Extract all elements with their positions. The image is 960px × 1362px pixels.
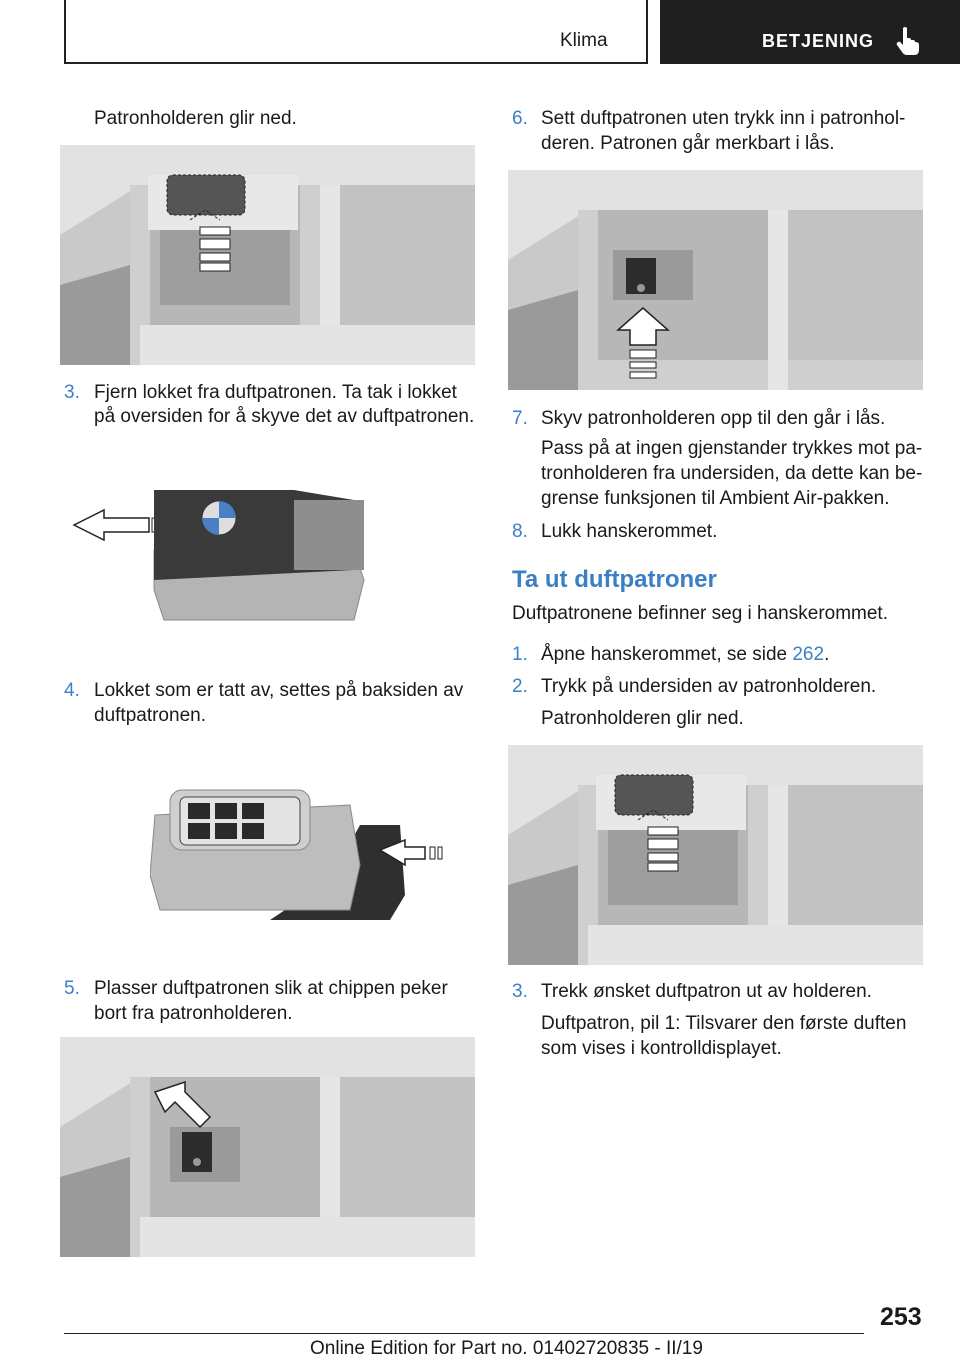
remove-step-3-note-2: som vises i kontrolldisplayet. <box>541 1038 782 1059</box>
section-title: Klima <box>560 30 608 51</box>
step-6-line-1: Sett duftpatronen uten trykk inn i patro… <box>541 108 906 129</box>
step-5-number: 5. <box>64 978 80 999</box>
remove-step-1-number: 1. <box>512 644 528 665</box>
step-7-note-2: tronholderen fra undersiden, da dette ka… <box>541 463 923 484</box>
step-2-result: Patronholderen glir ned. <box>94 108 297 129</box>
footer-edition: Online Edition for Part no. 01402720835 … <box>310 1338 703 1359</box>
remove-step-3-line-1: Trekk ønsket duftpatron ut av holderen. <box>541 981 872 1002</box>
step-3-line-2: på oversiden for å skyve det av duftpatr… <box>94 406 475 427</box>
step-8-number: 8. <box>512 521 528 542</box>
step-4-line-2: duftpatronen. <box>94 705 206 726</box>
remove-step-2-line-1: Trykk på undersiden av patronholderen. <box>541 676 877 697</box>
chapter-title: BETJENING <box>762 31 875 51</box>
page-link[interactable]: 262 <box>792 644 825 665</box>
step-7-note-3: grense funksjonen til Ambient Air-pakken… <box>541 488 890 509</box>
step-7-number: 7. <box>512 408 528 429</box>
holder-push-up-figure <box>508 170 923 390</box>
step-7-line-1: Skyv patronholderen opp til den går i lå… <box>541 408 886 429</box>
cartridge-attach-lid-figure <box>150 789 443 920</box>
cartridge-insert-figure <box>60 1037 475 1257</box>
pointing-hand-icon <box>896 27 919 55</box>
header-frame <box>64 0 648 64</box>
remove-step-3-number: 3. <box>512 981 528 1002</box>
remove-step-3-note-1: Duftpatron, pil 1: Tilsvarer den første … <box>541 1013 907 1034</box>
step-7-note-1: Pass på at ingen gjenstander trykkes mot… <box>541 438 923 459</box>
step-6-number: 6. <box>512 108 528 129</box>
glovebox-holder-figure <box>60 145 475 365</box>
step-6-line-2: deren. Patronen går merkbart i lås. <box>541 133 835 154</box>
step-4-number: 4. <box>64 680 80 701</box>
step-3-number: 3. <box>64 382 80 403</box>
footer-rule <box>64 1333 864 1334</box>
remove-step-1-text: Åpne hanskerommet, se side 262. <box>541 644 830 665</box>
remove-step-2-line-2: Patronholderen glir ned. <box>541 708 744 729</box>
glovebox-holder-figure-2 <box>508 745 923 965</box>
cartridge-remove-lid-figure <box>72 490 365 621</box>
step-3-line-1: Fjern lokket fra duftpatronen. Ta tak i … <box>94 382 457 403</box>
step-4-line-1: Lokket som er tatt av, settes på bakside… <box>94 680 464 701</box>
remove-step-2-number: 2. <box>512 676 528 697</box>
section-heading: Ta ut duftpatroner <box>512 566 717 593</box>
section-intro: Duftpatronene befinner seg i hanskeromme… <box>512 603 888 624</box>
step-8-line-1: Lukk hanskerommet. <box>541 521 718 542</box>
step-5-line-1: Plasser duftpatronen slik at chippen pek… <box>94 978 448 999</box>
step-5-line-2: bort fra patronholderen. <box>94 1003 293 1024</box>
page-number: 253 <box>880 1303 922 1331</box>
